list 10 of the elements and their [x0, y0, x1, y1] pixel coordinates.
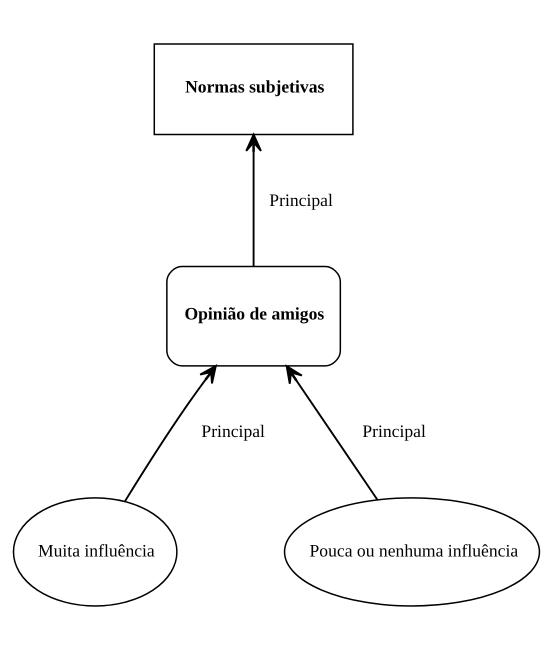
arrow — [286, 365, 378, 500]
node-ellipse: Pouca ou nenhuma influência — [284, 497, 540, 607]
edge-label: Principal — [201, 421, 265, 442]
edge-label: Principal — [362, 421, 426, 442]
edge-label: Principal — [269, 190, 333, 210]
arrow — [245, 134, 262, 266]
node-ellipse: Muita influência — [12, 497, 178, 607]
arrow — [124, 364, 217, 502]
node-box: Opinião de amigos — [166, 266, 342, 367]
node-box: Normas subjetivas — [154, 43, 354, 136]
